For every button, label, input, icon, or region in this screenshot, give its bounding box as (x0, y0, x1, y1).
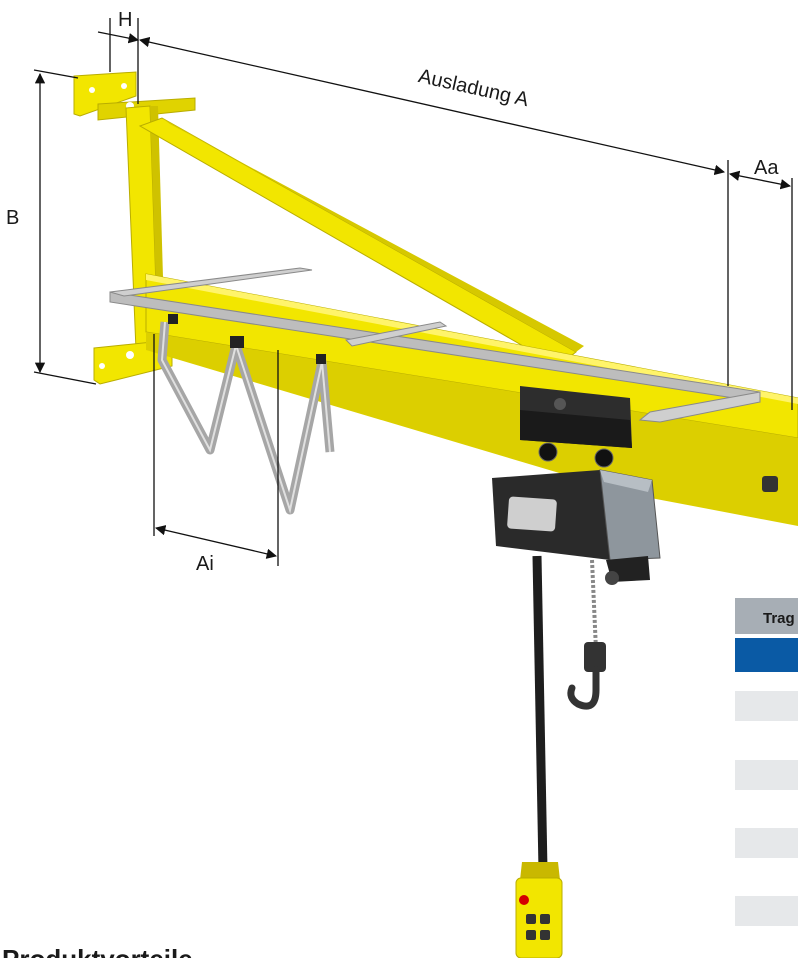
crane-illustration (73, 71, 798, 958)
spec-table: Trag (735, 598, 798, 926)
pendant-control (515, 862, 563, 958)
dimension-label-h: H (118, 9, 132, 31)
table-row (735, 691, 798, 721)
control-cable (532, 555, 548, 871)
dimension-label-aa: Aa (754, 157, 779, 179)
table-row (735, 896, 798, 926)
electric-chain-hoist (492, 469, 661, 585)
table-accent-bar (735, 638, 798, 672)
dimension-lines (33, 18, 793, 566)
dimension-label-b: B (6, 207, 19, 229)
table-row (735, 760, 798, 790)
load-chain (590, 559, 598, 651)
dimension-label-a: Ausladung A (416, 65, 531, 111)
load-hook (567, 642, 606, 710)
table-header-cell (735, 598, 798, 634)
table-header-label: Trag (763, 610, 795, 627)
table-row (735, 828, 798, 858)
dimension-label-ai: Ai (196, 553, 214, 575)
trolley (520, 386, 632, 468)
section-heading: Produktvorteile (2, 944, 193, 958)
